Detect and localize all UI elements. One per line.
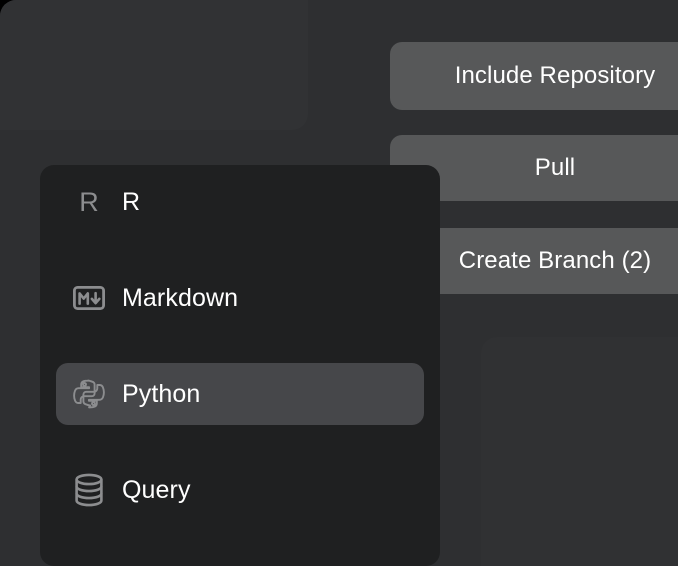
menu-item-label: Markdown [122, 283, 239, 312]
menu-item-python[interactable]: Python [56, 363, 424, 425]
menu-item-query[interactable]: Query [56, 459, 424, 521]
r-letter-icon: R [79, 186, 99, 217]
language-dropdown-menu: R R Markdown Python [40, 165, 440, 566]
menu-item-markdown[interactable]: Markdown [56, 267, 424, 329]
bottom-right-panel [481, 337, 678, 566]
menu-item-label: Query [122, 475, 191, 504]
menu-item-label: R [122, 187, 141, 216]
top-left-panel [0, 0, 308, 130]
python-icon [72, 377, 106, 411]
database-icon [72, 473, 106, 507]
menu-item-label: Python [122, 379, 201, 408]
markdown-icon [72, 281, 106, 315]
include-repository-button[interactable]: Include Repository [390, 42, 678, 110]
menu-item-r[interactable]: R R [56, 171, 424, 233]
